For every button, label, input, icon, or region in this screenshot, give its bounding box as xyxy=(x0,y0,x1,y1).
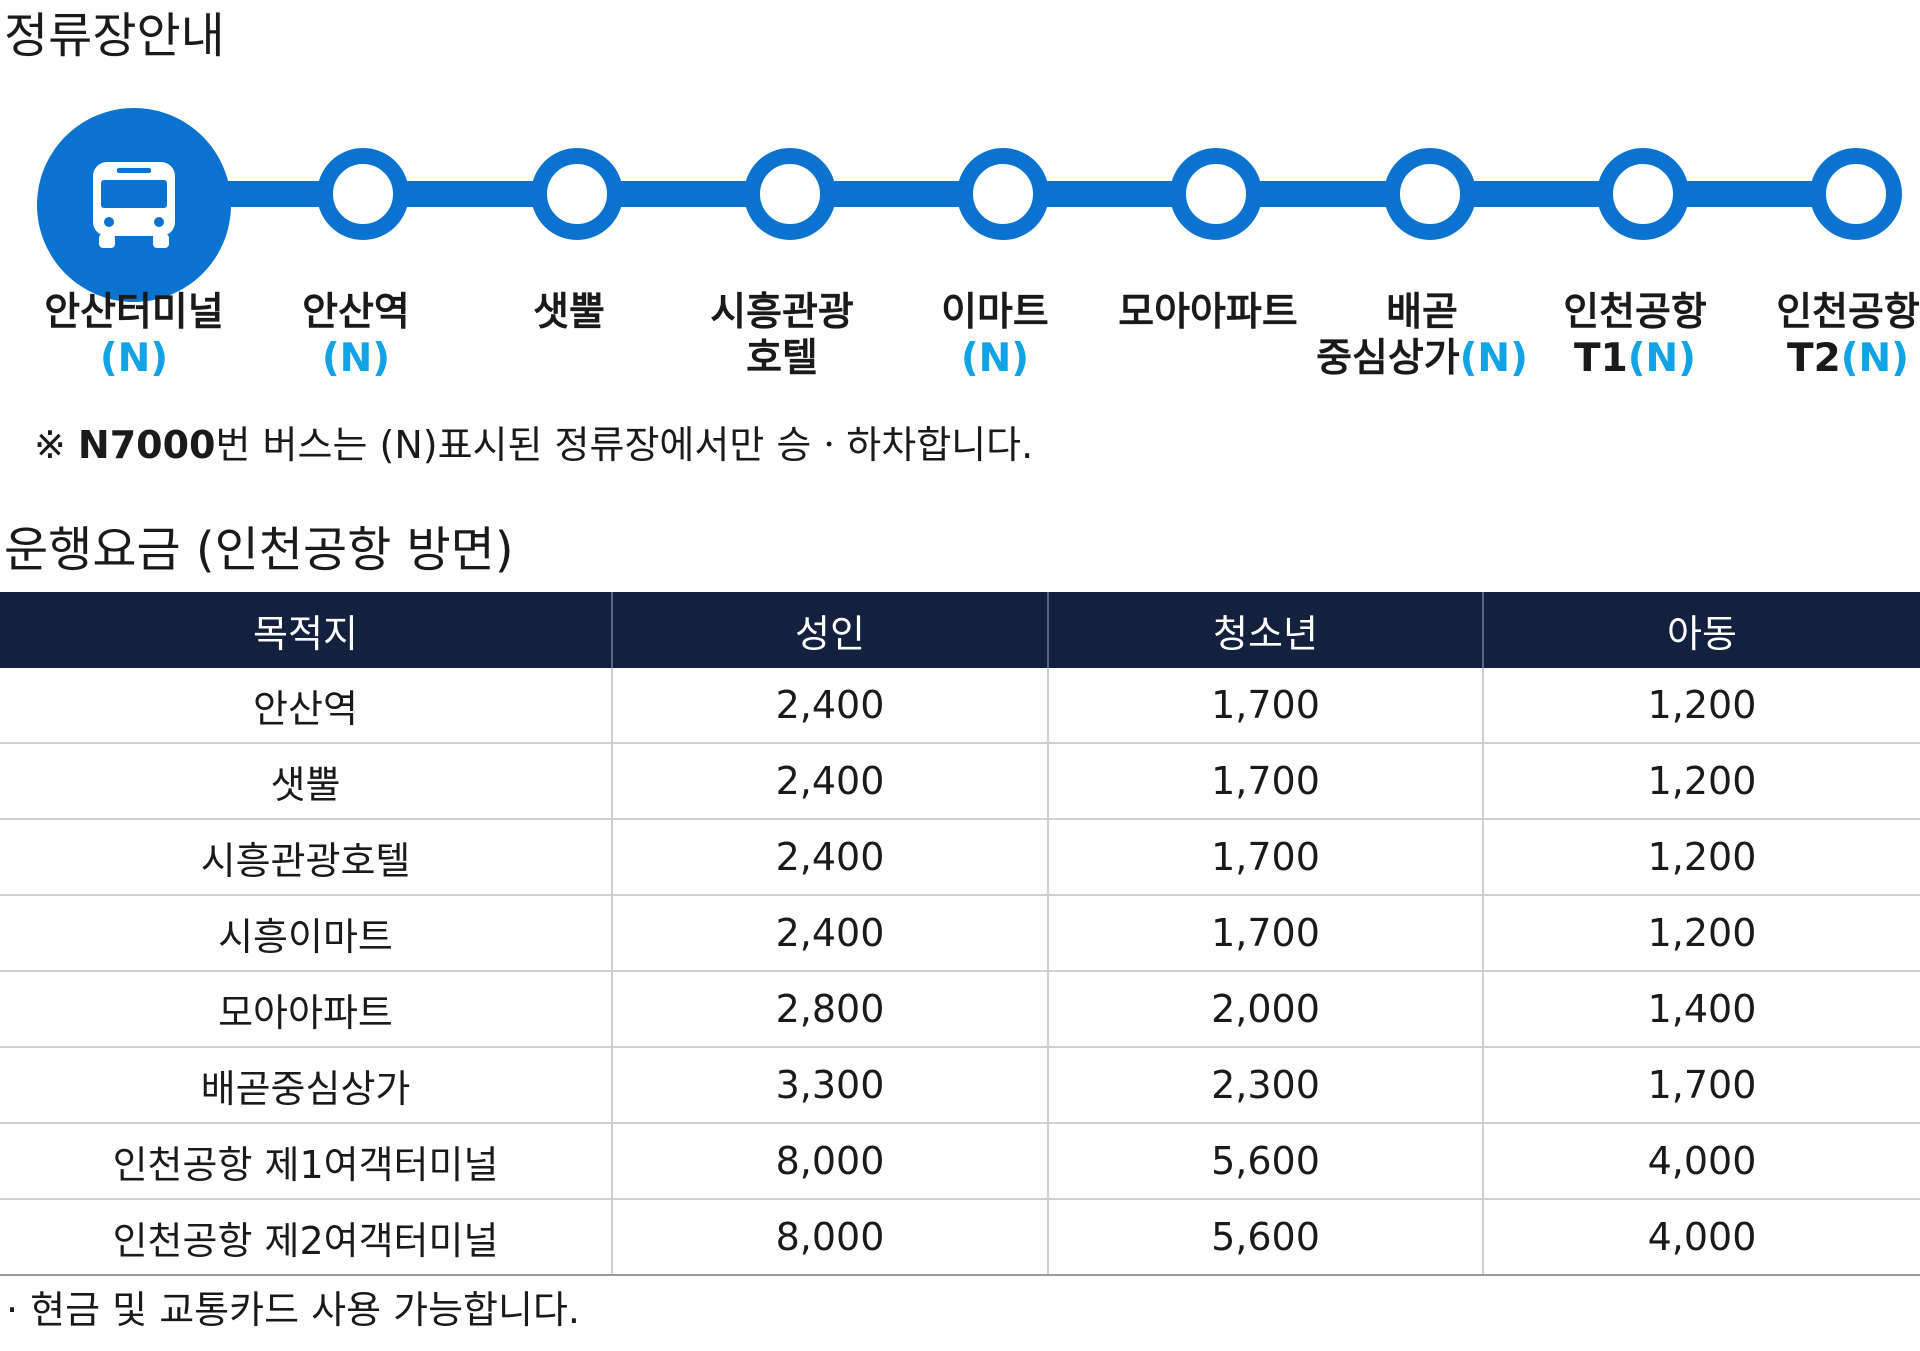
stop-name: 시흥관광 xyxy=(710,290,854,335)
stop-label: 안산터미널 (N) xyxy=(14,290,254,382)
stop-name: 샛뿔 xyxy=(533,290,605,335)
child-fare-cell: 1,700 xyxy=(1482,1047,1920,1124)
destination-cell: 인천공항 제2여객터미널 xyxy=(0,1199,612,1276)
stop-name: 안산터미널 xyxy=(44,290,224,335)
stop-marker xyxy=(531,148,623,240)
destination-cell: 모아아파트 xyxy=(0,971,612,1048)
adult-fare-cell: 2,400 xyxy=(611,895,1048,972)
route-note-text: 번 버스는 (N)표시된 정류장에서만 승ㆍ하차합니다. xyxy=(215,423,1034,467)
youth-fare-cell: 1,700 xyxy=(1047,668,1483,744)
table-row: 모아아파트 2,800 2,000 1,400 xyxy=(0,971,1920,1048)
youth-fare-cell: 1,700 xyxy=(1047,895,1483,972)
stop-label: 모아아파트 xyxy=(1088,290,1328,336)
adult-fare-cell: 2,400 xyxy=(611,743,1048,820)
stop-mark: (N) xyxy=(1627,336,1697,381)
stop-label: 안산역 (N) xyxy=(236,290,476,382)
destination-cell: 인천공항 제1여객터미널 xyxy=(0,1123,612,1200)
adult-fare-cell: 2,800 xyxy=(611,971,1048,1048)
youth-fare-cell: 2,000 xyxy=(1047,971,1483,1048)
stop-marker xyxy=(744,148,836,240)
stop-mark: (N) xyxy=(1459,336,1528,381)
child-fare-cell: 1,200 xyxy=(1482,743,1920,820)
table-header-row: 목적지 성인 청소년 아동 xyxy=(0,592,1920,668)
child-fare-cell: 4,000 xyxy=(1482,1199,1920,1276)
stop-label: 배곧 중심상가(N) xyxy=(1302,290,1542,382)
destination-cell: 샛뿔 xyxy=(0,743,612,820)
stop-label: 인천공항 T2(N) xyxy=(1728,290,1920,382)
stop-mark: (N) xyxy=(1840,336,1910,381)
stop-name-line2: T1 xyxy=(1573,336,1628,381)
stop-name: 인천공항 xyxy=(1776,290,1920,335)
bus-icon xyxy=(93,162,175,248)
stop-label: 시흥관광 호텔 xyxy=(662,290,902,382)
route-title: 정류장안내 xyxy=(4,8,225,64)
table-row: 배곧중심상가 3,300 2,300 1,700 xyxy=(0,1047,1920,1124)
stop-marker xyxy=(957,148,1049,240)
adult-fare-cell: 8,000 xyxy=(611,1199,1048,1276)
fare-table: 목적지 성인 청소년 아동 안산역 2,400 1,700 1,200 샛뿔 2… xyxy=(0,592,1920,1276)
table-row: 인천공항 제2여객터미널 8,000 5,600 4,000 xyxy=(0,1199,1920,1276)
stop-marker xyxy=(317,148,409,240)
fare-note: · 현금 및 교통카드 사용 가능합니다. xyxy=(6,1288,580,1332)
adult-fare-cell: 8,000 xyxy=(611,1123,1048,1200)
child-fare-cell: 1,400 xyxy=(1482,971,1920,1048)
child-fare-cell: 4,000 xyxy=(1482,1123,1920,1200)
stop-name: 배곧 xyxy=(1386,290,1458,335)
route-map: 안산터미널 (N) 안산역 (N) 샛뿔 시흥관광 호텔 이마트 (N) 모아아… xyxy=(0,90,1920,420)
column-header: 성인 xyxy=(611,592,1048,668)
destination-cell: 시흥이마트 xyxy=(0,895,612,972)
stop-name-line2: 호텔 xyxy=(746,336,818,381)
youth-fare-cell: 5,600 xyxy=(1047,1123,1483,1200)
route-note-bus-number: N7000 xyxy=(77,423,216,467)
stop-marker xyxy=(1597,148,1689,240)
stop-name-line2: 중심상가 xyxy=(1316,336,1460,381)
route-note: ※ N7000번 버스는 (N)표시된 정류장에서만 승ㆍ하차합니다. xyxy=(34,420,1033,470)
youth-fare-cell: 1,700 xyxy=(1047,743,1483,820)
stop-marker xyxy=(1384,148,1476,240)
adult-fare-cell: 2,400 xyxy=(611,668,1048,744)
column-header: 목적지 xyxy=(0,592,612,668)
table-row: 샛뿔 2,400 1,700 1,200 xyxy=(0,743,1920,820)
youth-fare-cell: 5,600 xyxy=(1047,1199,1483,1276)
stop-mark: (N) xyxy=(321,336,391,381)
adult-fare-cell: 2,400 xyxy=(611,819,1048,896)
table-row: 시흥이마트 2,400 1,700 1,200 xyxy=(0,895,1920,972)
stop-label: 샛뿔 xyxy=(449,290,689,336)
child-fare-cell: 1,200 xyxy=(1482,668,1920,744)
stop-marker xyxy=(1170,148,1262,240)
stop-name: 인천공항 xyxy=(1563,290,1707,335)
stop-name: 안산역 xyxy=(302,290,410,335)
child-fare-cell: 1,200 xyxy=(1482,895,1920,972)
stop-label: 인천공항 T1(N) xyxy=(1515,290,1755,382)
destination-cell: 배곧중심상가 xyxy=(0,1047,612,1124)
child-fare-cell: 1,200 xyxy=(1482,819,1920,896)
stop-marker xyxy=(1810,148,1902,240)
table-row: 인천공항 제1여객터미널 8,000 5,600 4,000 xyxy=(0,1123,1920,1200)
column-header: 청소년 xyxy=(1047,592,1483,668)
destination-cell: 시흥관광호텔 xyxy=(0,819,612,896)
youth-fare-cell: 2,300 xyxy=(1047,1047,1483,1124)
adult-fare-cell: 3,300 xyxy=(611,1047,1048,1124)
stop-name-line2: T2 xyxy=(1786,336,1841,381)
fare-title: 운행요금 (인천공항 방면) xyxy=(4,522,514,578)
youth-fare-cell: 1,700 xyxy=(1047,819,1483,896)
stop-mark: (N) xyxy=(960,336,1030,381)
route-note-prefix: ※ xyxy=(34,423,78,467)
table-row: 안산역 2,400 1,700 1,200 xyxy=(0,668,1920,744)
table-row: 시흥관광호텔 2,400 1,700 1,200 xyxy=(0,819,1920,896)
stop-name: 모아아파트 xyxy=(1118,290,1298,335)
terminal-stop-marker xyxy=(37,108,231,302)
column-header: 아동 xyxy=(1482,592,1920,668)
destination-cell: 안산역 xyxy=(0,668,612,744)
stop-mark: (N) xyxy=(99,336,169,381)
stop-label: 이마트 (N) xyxy=(875,290,1115,382)
stop-name: 이마트 xyxy=(941,290,1049,335)
